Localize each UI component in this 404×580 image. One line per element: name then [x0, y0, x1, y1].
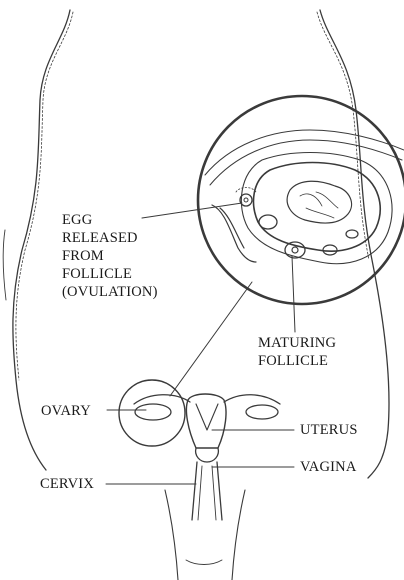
uterus-organs	[119, 380, 280, 520]
magnified-ovary-circle	[198, 96, 404, 304]
label-vagina: VAGINA	[300, 458, 357, 476]
label-egg-released: EGG RELEASED FROM FOLLICLE (OVULATION)	[62, 211, 158, 301]
label-uterus: UTERUS	[300, 421, 358, 439]
label-cervix: CERVIX	[40, 475, 94, 493]
label-maturing-follicle: MATURING FOLLICLE	[258, 334, 336, 370]
label-ovary: OVARY	[41, 402, 91, 420]
